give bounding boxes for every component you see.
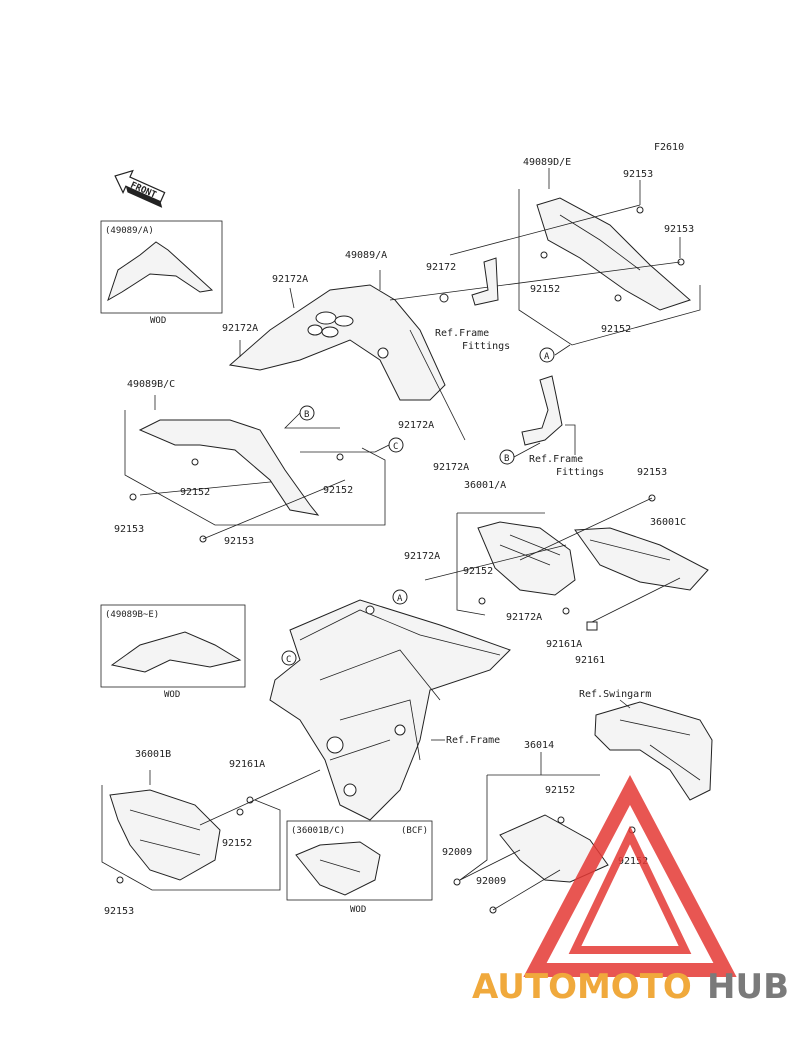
- callout-92153: 92153: [623, 169, 653, 180]
- ref-frame-fittings-2: Ref.Frame: [529, 454, 583, 465]
- callout-49089DE: 49089D/E: [523, 157, 571, 168]
- callout-92152: 92152: [463, 566, 493, 577]
- frame-assembly: [269, 599, 511, 821]
- marker-a-label: A: [544, 352, 550, 362]
- callout-49089A: 49089/A: [345, 250, 387, 261]
- ref-frame-fittings-1-sub: Fittings: [462, 341, 510, 352]
- callout-92153: 92153: [637, 467, 667, 478]
- part-49089DE: [518, 168, 701, 346]
- grommet-icon: [586, 621, 598, 631]
- callout-92152: 92152: [530, 284, 560, 295]
- callout-92172A: 92172A: [506, 612, 542, 623]
- watermark-text-hub: HUB: [707, 967, 789, 1007]
- watermark-text-auto: AUTOMOTO: [472, 967, 692, 1007]
- frame-fitting-bracket-2: [521, 375, 576, 455]
- inset3-code: (BCF): [401, 826, 428, 836]
- callout-92172A: 92172A: [222, 323, 258, 334]
- swingarm-assembly: [594, 701, 713, 801]
- inset-49089BE: (49089B~E) WOD: [100, 604, 246, 700]
- part-36001C: [574, 527, 709, 591]
- callout-92009: 92009: [442, 847, 472, 858]
- callout-92152: 92152: [545, 785, 575, 796]
- callout-92152: 92152: [180, 487, 210, 498]
- inset1-note: WOD: [150, 316, 166, 326]
- callout-92172A: 92172A: [398, 420, 434, 431]
- callout-92161: 92161: [575, 655, 605, 666]
- inset3-title: (36001B/C): [291, 826, 345, 836]
- marker-b: B: [304, 410, 309, 420]
- callout-92153: 92153: [224, 536, 254, 547]
- ref-frame-fittings-2-sub: Fittings: [556, 467, 604, 478]
- part-49089A: [228, 270, 466, 441]
- marker-a: [539, 347, 555, 363]
- callout-36001B: 36001B: [135, 749, 171, 760]
- inset-49089A: (49089/A) WOD: [100, 220, 223, 326]
- part-36001A: [456, 512, 576, 616]
- callout-36001A: 36001/A: [464, 480, 506, 491]
- ref-swingarm: Ref.Swingarm: [579, 689, 651, 700]
- callout-92161A: 92161A: [229, 759, 265, 770]
- tail-cover-sketch: [107, 241, 214, 302]
- callout-92172A: 92172A: [272, 274, 308, 285]
- callout-92152: 92152: [323, 485, 353, 496]
- callout-49089BC: 49089B/C: [127, 379, 175, 390]
- callout-92172: 92172: [426, 262, 456, 273]
- callout-92152: 92152: [618, 856, 648, 867]
- inset3-note: WOD: [350, 905, 366, 915]
- part-49089BC: [124, 395, 386, 543]
- callout-92153: 92153: [104, 906, 134, 917]
- inset2-title: (49089B~E): [105, 610, 159, 620]
- callout-92172A: 92172A: [433, 462, 469, 473]
- ref-frame: Ref.Frame: [446, 735, 500, 746]
- callout-92009: 92009: [476, 876, 506, 887]
- marker-c: C: [286, 655, 291, 665]
- inset2-note: WOD: [164, 690, 180, 700]
- ref-frame-fittings-1: Ref.Frame: [435, 328, 489, 339]
- diagram-code: F2610: [654, 142, 684, 153]
- inset-36001BC: (36001B/C) (BCF) WOD: [286, 820, 433, 915]
- callout-92161A: 92161A: [546, 639, 582, 650]
- marker-a: A: [397, 594, 403, 604]
- front-arrow-icon: FRONT: [114, 169, 166, 208]
- inset1-title: (49089/A): [105, 226, 154, 236]
- frame-fitting-bracket-1: [471, 257, 499, 306]
- callout-92152: 92152: [601, 324, 631, 335]
- callout-92152: 92152: [222, 838, 252, 849]
- callout-92153: 92153: [664, 224, 694, 235]
- marker-c: C: [393, 442, 398, 452]
- callout-92153: 92153: [114, 524, 144, 535]
- watermark-logo: [523, 775, 737, 977]
- callout-36001C: 36001C: [650, 517, 686, 528]
- marker-b: B: [504, 454, 509, 464]
- part-36001B: [101, 769, 321, 891]
- callout-36014: 36014: [524, 740, 554, 751]
- callout-92172A: 92172A: [404, 551, 440, 562]
